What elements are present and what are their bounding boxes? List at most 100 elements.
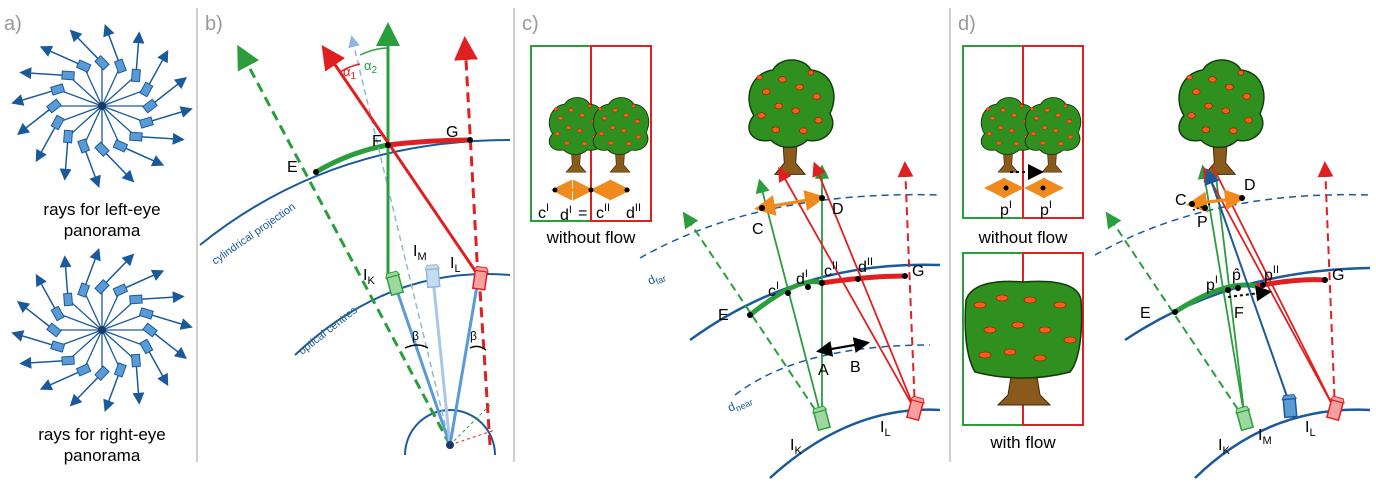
point-e-c [747, 312, 753, 318]
label-dl: dI [796, 268, 808, 288]
rosette-camera [129, 131, 143, 142]
rosette-camera [94, 278, 110, 295]
rosette-camera [142, 322, 158, 338]
rosette-camera [50, 83, 66, 96]
rosette-spoke [101, 289, 121, 331]
rosette-camera [77, 282, 91, 298]
ray-ik-dashed-d [1105, 211, 1246, 421]
rosette-ray [132, 31, 145, 76]
scene-tree [748, 59, 835, 176]
rosette-ray [69, 29, 103, 64]
label-d-near: dnear [725, 392, 754, 417]
rosette-camera [130, 68, 141, 83]
label-f-d: F [1234, 305, 1244, 322]
angle-beta-right-arc [469, 345, 487, 351]
rosette-camera [129, 294, 143, 305]
rosette-spoke [101, 298, 137, 331]
ray-il-to-c [778, 166, 916, 411]
rosette-spoke [101, 329, 137, 362]
rosette-camera [46, 322, 62, 338]
arrow-cd-2 [754, 195, 821, 216]
inset-point-dll [624, 187, 630, 193]
arc-d-far-d [1094, 193, 1371, 256]
rosette-spoke [101, 105, 121, 147]
inset-point-cl [552, 187, 558, 193]
label-pll-d: pII [1264, 264, 1279, 284]
caption-right-eye-1: rays for right-eye [38, 425, 166, 444]
label-e-d: E [1140, 305, 1151, 322]
angle-alpha1-arc [339, 63, 361, 73]
arc-d-near [734, 344, 931, 396]
panel-d: d) pI pI without flow [958, 13, 1371, 479]
rosette-ray [82, 145, 101, 188]
ray-ik-dashed-c [682, 211, 823, 421]
rosette-spoke [57, 312, 103, 331]
inset-top-tree-right [1024, 97, 1082, 173]
rosette-centre [98, 326, 106, 334]
panel-c: c) cI dI = cII dII without flow [522, 13, 941, 479]
rosette-camera [94, 365, 110, 382]
rosette-ray [101, 253, 135, 288]
rosette-camera [63, 292, 74, 307]
angle-alpha2-arc [359, 47, 389, 56]
rosette-camera [77, 138, 91, 154]
label-ik-c: IK [790, 437, 802, 457]
label-il-d: IL [1305, 419, 1316, 439]
inset-point-mid [588, 187, 594, 193]
label-pl-d: pI [1206, 274, 1218, 294]
label-b: B [850, 359, 861, 376]
arc-optical-centres-d [1194, 408, 1371, 479]
flow-f-arrow [1227, 285, 1272, 302]
rosette-spoke [101, 105, 137, 138]
arrow-ab-2 [816, 341, 867, 357]
rosette-camera [46, 98, 62, 114]
rosette-spoke [57, 105, 103, 124]
rosette-spoke [57, 88, 103, 107]
rosette-spoke [67, 329, 103, 362]
rosette-spoke [101, 88, 147, 107]
rosette-camera [139, 338, 154, 355]
rosette-ray [146, 312, 193, 330]
point-phat-d [1235, 285, 1241, 291]
label-im: IM [413, 243, 427, 263]
arc-segment-ef [314, 142, 389, 175]
rig-centre [446, 441, 454, 449]
rosette-ray [11, 330, 58, 348]
label-alpha1: α1 [343, 64, 357, 82]
rosette-ray [145, 49, 169, 90]
ray-il-dashed-d [1317, 161, 1336, 411]
ray-im-d [1204, 168, 1291, 406]
rosette-ray [59, 255, 72, 300]
inset-label-cll: cII [596, 202, 610, 222]
inset-bottom-caption: with flow [989, 433, 1056, 452]
rosette-ray [101, 148, 135, 183]
rosette-camera [112, 283, 129, 297]
rosette-camera [61, 355, 75, 366]
panel-a: a) rays for left-eye panorama rays for r… [4, 13, 193, 465]
camera-il [471, 265, 490, 291]
label-c: C [752, 221, 764, 238]
rosette-ray [146, 106, 193, 124]
point-g-c [902, 273, 908, 279]
arrow-cd-d-2 [1186, 191, 1241, 213]
inset-label-dl: dI [560, 204, 572, 224]
inset-label-dll: dII [626, 202, 641, 222]
flow-p-arrow [1192, 203, 1211, 211]
label-optical-centres: optical centres [296, 304, 360, 357]
rosette-ray [120, 269, 165, 291]
point-e-d [1172, 309, 1178, 315]
right-eye-rosette [11, 248, 193, 412]
label-f: F [372, 133, 382, 150]
rosette-ray [132, 360, 145, 405]
inset-label-cl: cI [538, 202, 549, 222]
label-c-d: C [1175, 192, 1187, 209]
left-eye-rosette [11, 24, 193, 188]
rosette-spoke [101, 329, 147, 348]
spoke-im [431, 277, 452, 446]
rosette-ray [69, 372, 103, 407]
rosette-ray [145, 346, 169, 387]
rosette-camera [112, 139, 129, 153]
rosette-spoke [101, 74, 137, 107]
camera-im [424, 263, 442, 289]
